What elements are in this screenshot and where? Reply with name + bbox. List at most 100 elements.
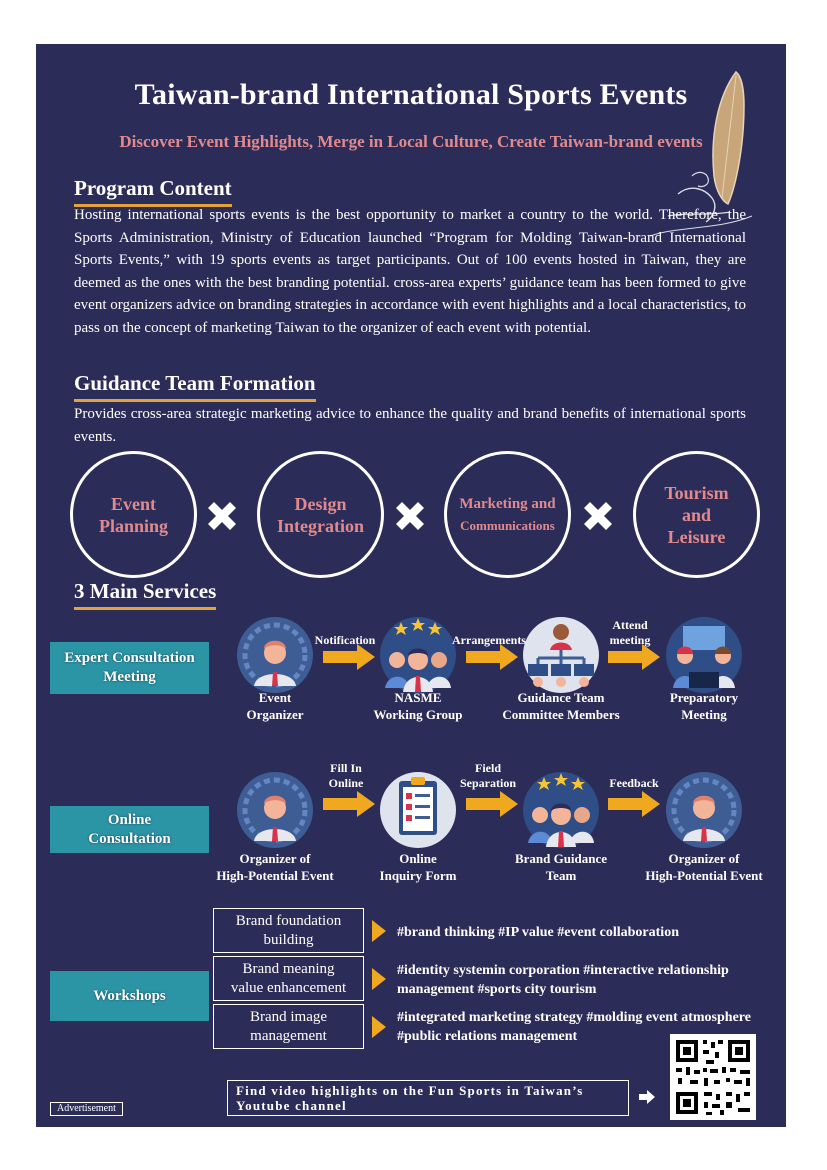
workshop-tags: #integrated marketing strategy #molding …	[397, 1008, 786, 1046]
caption-line: Meeting	[681, 707, 727, 722]
multiply-icon	[584, 502, 612, 530]
workshop-box-line: Brand foundation	[235, 912, 342, 929]
arrow-label: Arrangements	[452, 633, 526, 647]
team-icon	[522, 771, 600, 849]
right-arrow-icon	[608, 644, 660, 670]
node-caption: Organizer of High-Potential Event	[629, 850, 779, 884]
workshop-box: Brand foundation building	[213, 908, 364, 953]
caption-line: Organizer	[246, 707, 304, 722]
circle-text: Tourism	[664, 482, 729, 503]
node-caption: NASME Working Group	[353, 689, 483, 723]
right-arrow-icon	[608, 791, 660, 817]
arrow-label: Attend meeting	[609, 618, 651, 647]
program-body: Hosting international sports events is t…	[74, 207, 746, 336]
right-arrow-icon	[466, 644, 518, 670]
caption-line: High-Potential Event	[216, 868, 334, 883]
page-subtitle: Discover Event Highlights, Merge in Loca…	[119, 132, 703, 151]
caption-line: Committee Members	[502, 707, 620, 722]
caption-line: Inquiry Form	[379, 868, 457, 883]
label-line: Meeting	[103, 669, 156, 685]
form-icon	[379, 771, 457, 849]
right-arrow-icon	[639, 1090, 655, 1104]
organizer-icon	[665, 771, 743, 849]
caption-line: Organizer of	[668, 851, 740, 866]
workshop-tags: #brand thinking #IP value #event collabo…	[397, 923, 786, 942]
workshop-tags: #identity systemin corporation #interact…	[397, 961, 786, 999]
arrow-label: Field Separation	[459, 761, 516, 790]
arrow-label: Notification	[314, 633, 376, 647]
workshop-box-line: Brand meaning	[242, 960, 335, 977]
program-heading: Program Content	[74, 176, 232, 207]
label-line: Expert Consultation	[64, 650, 195, 666]
label-line: Online	[107, 811, 152, 828]
video-line: Youtube channel	[236, 1098, 347, 1113]
caption-line: Brand Guidance	[514, 851, 608, 866]
caption-line: Organizer of	[239, 851, 311, 866]
workshop-box-line: Brand image	[249, 1008, 328, 1025]
video-line: Find video highlights on the Fun Sports …	[236, 1083, 584, 1098]
org-chart-icon	[522, 616, 600, 694]
circle-text: Leisure	[667, 526, 726, 547]
organizer-icon	[236, 771, 314, 849]
workshop-box-line: building	[263, 931, 314, 948]
multiply-icon	[396, 502, 424, 530]
multiply-icon	[208, 502, 236, 530]
working-group-icon	[379, 616, 457, 694]
workshops-label: Workshops	[50, 971, 209, 1021]
youtube-link[interactable]: Find video highlights on the Fun Sports …	[227, 1080, 629, 1116]
label-line: Consultation	[88, 830, 171, 847]
triangle-icon	[372, 1016, 386, 1038]
workshop-box-line: value enhancement	[230, 979, 347, 996]
circle-text: Planning	[98, 515, 169, 536]
arrow-label: Feedback	[609, 776, 659, 790]
caption-line: Guidance Team	[517, 690, 605, 705]
caption-line: Working Group	[373, 707, 463, 722]
organizer-icon	[236, 616, 314, 694]
advertisement-label: Advertisement	[50, 1102, 123, 1116]
circle-text: Event	[111, 493, 156, 514]
poster: Taiwan-brand International Sports Events…	[36, 44, 786, 1127]
caption-line: High-Potential Event	[645, 868, 763, 883]
tags-line: #integrated marketing strategy #molding …	[397, 1010, 751, 1025]
circle-text: and	[681, 504, 711, 525]
circle-text: Design	[294, 493, 347, 514]
caption-line: Preparatory	[669, 690, 739, 705]
tags-line: management #sports city tourism	[397, 982, 597, 997]
circle-text: Integration	[277, 515, 364, 536]
right-arrow-icon	[466, 791, 518, 817]
qr-code-icon[interactable]	[670, 1034, 756, 1120]
node-caption: Organizer of High-Potential Event	[200, 850, 350, 884]
guidance-heading: Guidance Team Formation	[74, 371, 316, 402]
caption-line: Team	[545, 868, 577, 883]
caption-line: Online	[399, 851, 437, 866]
workshop-box: Brand meaning value enhancement	[213, 956, 364, 1001]
circle-text: Marketing and	[459, 495, 556, 512]
triangle-icon	[372, 920, 386, 942]
workshop-box: Brand image management	[213, 1004, 364, 1049]
tags-line: #identity systemin corporation #interact…	[397, 963, 729, 978]
workshop-box-line: management	[250, 1027, 327, 1044]
services-heading: 3 Main Services	[74, 579, 217, 610]
tags-line: #public relations management	[397, 1029, 578, 1044]
triangle-icon	[372, 968, 386, 990]
caption-line: NASME	[394, 690, 442, 705]
right-arrow-icon	[323, 644, 375, 670]
meeting-icon	[665, 616, 743, 694]
tags-line: #brand thinking #IP value #event collabo…	[397, 925, 679, 940]
caption-line: Event	[258, 690, 292, 705]
circle-text: Communications	[460, 517, 555, 533]
surfer-illustration-icon	[649, 70, 753, 237]
right-arrow-icon	[323, 791, 375, 817]
page-title: Taiwan-brand International Sports Events	[134, 78, 688, 111]
